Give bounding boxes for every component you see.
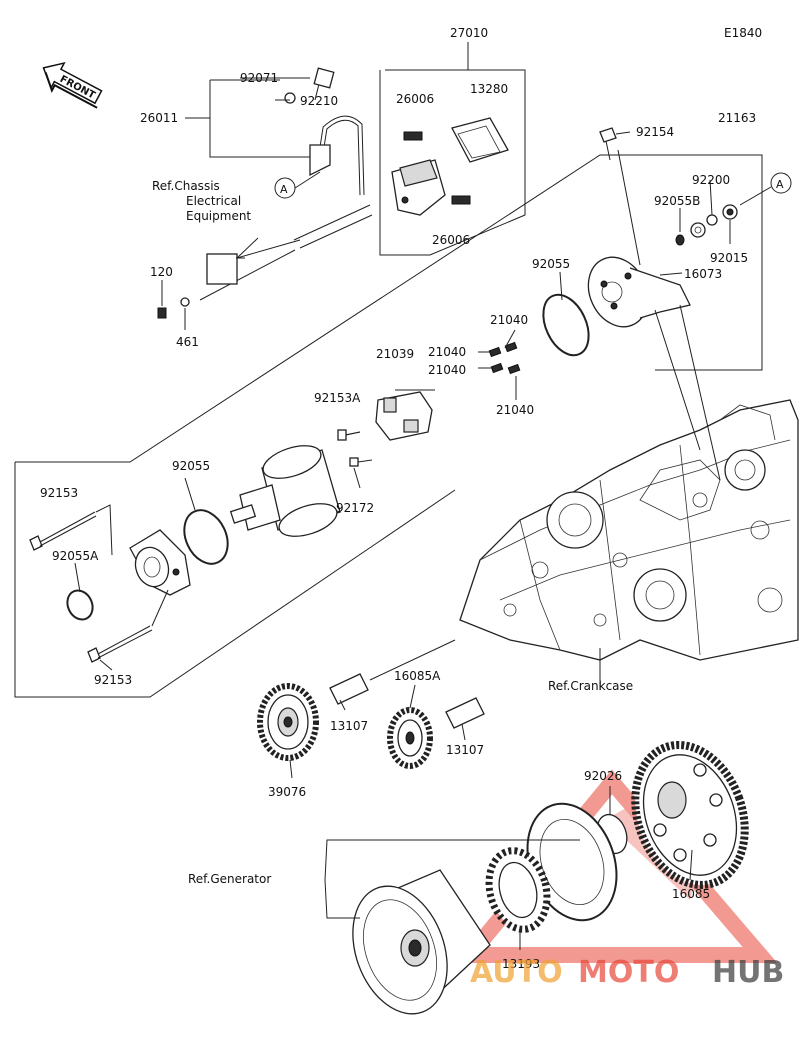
starter-relay-27010: [391, 159, 446, 216]
ref-chassis-line2: Electrical: [186, 194, 241, 208]
ref-chassis-line3: Equipment: [186, 209, 251, 223]
label-92210: 92210: [300, 94, 338, 108]
label-92071: 92071: [240, 71, 278, 85]
brushes-21040: [488, 341, 521, 375]
label-27010: 27010: [450, 26, 488, 40]
label-92015: 92015: [710, 251, 748, 265]
label-92026: 92026: [584, 769, 622, 783]
ref-crankcase: Ref.Crankcase: [548, 679, 633, 693]
clutch-bearing-13193: [485, 847, 551, 933]
label-21163: 21163: [718, 111, 756, 125]
svg-text:A: A: [280, 183, 288, 196]
label-92154: 92154: [636, 125, 674, 139]
part-labels: 27010 92071 92210 26011 26006 13280 2600…: [40, 26, 756, 971]
fuse-26006-top: [403, 131, 423, 141]
label-461: 461: [176, 335, 199, 349]
washers-right: [675, 204, 738, 246]
label-26011: 26011: [140, 111, 178, 125]
gear-16085: [631, 741, 749, 889]
label-21040-a: 21040: [490, 313, 528, 327]
relay-harness-26011: [199, 67, 373, 301]
label-92055-mid: 92055: [172, 459, 210, 473]
gear-16085A: [387, 707, 433, 769]
watermark-auto: AUTO: [470, 955, 563, 990]
label-13193: 13193: [502, 957, 540, 971]
o-ring-92055A: [66, 589, 94, 621]
label-92153-lower: 92153: [94, 673, 132, 687]
assembly-outline: [14, 42, 763, 698]
label-16085: 16085: [672, 887, 710, 901]
label-16073: 16073: [684, 267, 722, 281]
bolt-92153-upper: [29, 504, 113, 556]
label-13280: 13280: [470, 82, 508, 96]
crankcase-illustration: [459, 399, 799, 661]
starter-front-cover: [129, 529, 191, 596]
watermark-moto: MOTO: [578, 955, 679, 990]
front-arrow-icon: FRONT: [42, 61, 103, 109]
callout-a-right: A: [739, 172, 792, 206]
label-13107-a: 13107: [330, 719, 368, 733]
label-92153-upper: 92153: [40, 486, 78, 500]
generator-rotor: [352, 869, 491, 1015]
starter-cover-21163: [587, 149, 721, 481]
pin-13107-a: [329, 673, 369, 705]
label-92200: 92200: [692, 173, 730, 187]
relay-cover-13280: [451, 117, 509, 163]
ref-generator: Ref.Generator: [188, 872, 271, 886]
label-16085A: 16085A: [394, 669, 441, 683]
label-92172: 92172: [336, 501, 374, 515]
chassis-bracket: [157, 237, 259, 319]
screw-92153A: [337, 429, 361, 441]
watermark-hub: HUB: [712, 955, 784, 990]
label-21040-b: 21040: [428, 345, 466, 359]
label-39076: 39076: [268, 785, 306, 799]
svg-text:A: A: [776, 178, 784, 191]
label-92055-top: 92055: [532, 257, 570, 271]
screw-92172: [349, 457, 373, 467]
label-21040-d: 21040: [496, 403, 534, 417]
label-120: 120: [150, 265, 173, 279]
fuse-26006-bottom: [451, 195, 471, 205]
label-26006-bottom: 26006: [432, 233, 470, 247]
brush-holder-21039: [344, 389, 435, 441]
diagram-code: E1840: [724, 26, 762, 40]
watermark-text: AUTO MOTO HUB: [470, 955, 784, 990]
bolt-92153-lower: [87, 589, 169, 663]
bolt-92154: [599, 127, 617, 161]
label-21040-c: 21040: [428, 363, 466, 377]
label-26006-top: 26006: [396, 92, 434, 106]
leader-lines: [74, 77, 731, 950]
ref-chassis-line1: Ref.Chassis: [152, 179, 220, 193]
label-21039: 21039: [376, 347, 414, 361]
starter-motor: [229, 445, 341, 537]
label-92153A: 92153A: [314, 391, 361, 405]
o-ring-92055-top: [542, 293, 590, 357]
label-13107-b: 13107: [446, 743, 484, 757]
gear-39076: [257, 683, 319, 761]
label-92055A: 92055A: [52, 549, 99, 563]
pin-13107-b: [445, 697, 485, 729]
callout-a-left: A: [274, 171, 321, 199]
label-92055B: 92055B: [654, 194, 700, 208]
reference-labels: Ref.Chassis Electrical Equipment Ref.Cra…: [152, 179, 633, 886]
o-ring-92055-mid: [183, 509, 229, 565]
